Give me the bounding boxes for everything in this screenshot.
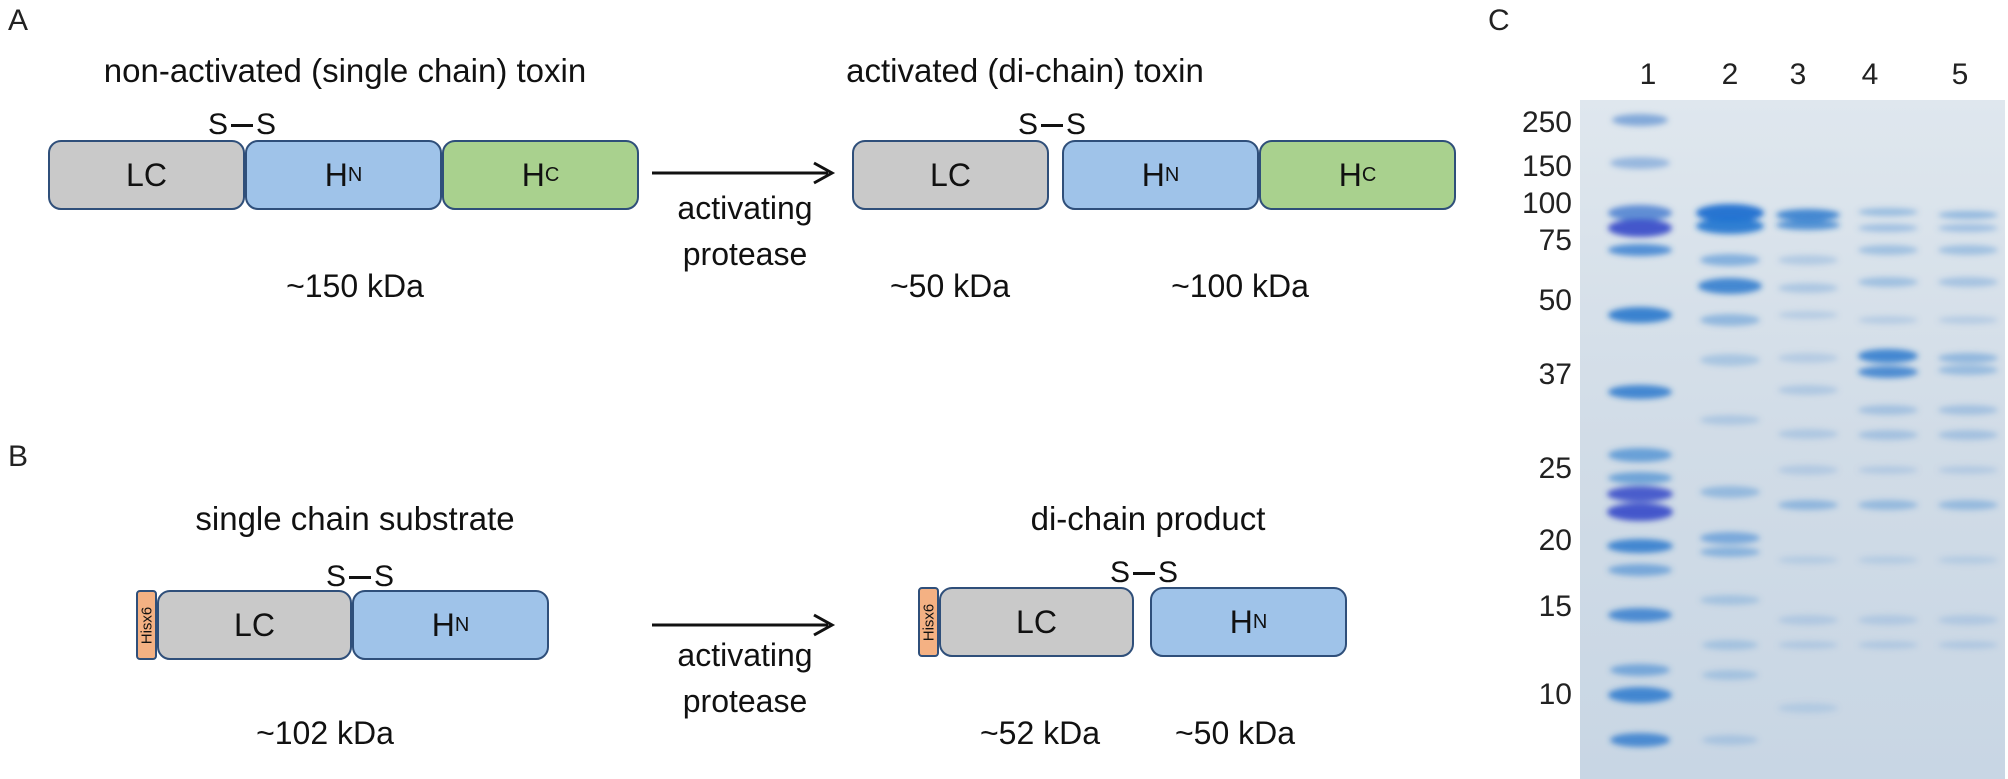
marker-label: 100: [1521, 187, 1572, 220]
marker-label: 25: [1538, 452, 1572, 485]
panel-a-left-title: non-activated (single chain) toxin: [103, 52, 587, 89]
panel-a-right-title: activated (di-chain) toxin: [846, 52, 1204, 89]
mw-label: ~102 kDa: [256, 715, 394, 751]
mw-label: ~150 kDa: [286, 268, 424, 304]
marker-label: 250: [1521, 106, 1572, 139]
lane-label: 3: [1789, 58, 1807, 91]
marker-label: 75: [1538, 224, 1572, 257]
mw-label: ~50 kDa: [1174, 715, 1296, 751]
panel-b-letter: B: [8, 440, 29, 473]
his-tag: Hisx6: [136, 590, 157, 660]
mw-label: ~50 kDa: [889, 268, 1011, 304]
mw-label: ~100 kDa: [1171, 268, 1309, 304]
marker-label: 20: [1538, 524, 1572, 557]
panel-c-letter: C: [1488, 4, 1510, 37]
lane-label: 4: [1861, 58, 1879, 91]
lc-domain: LC: [48, 140, 245, 210]
marker-label: 37: [1538, 358, 1572, 391]
panel-a-letter: A: [8, 4, 29, 37]
gel-image: [1580, 100, 2005, 779]
lane-label: 2: [1721, 58, 1739, 91]
gel-bands: [1607, 114, 1998, 747]
reaction-arrow: [652, 613, 836, 637]
marker-label: 10: [1538, 678, 1572, 711]
panel-b-right-title: di-chain product: [1030, 500, 1266, 537]
lane-label: 5: [1951, 58, 1969, 91]
panel-b-left-title: single chain substrate: [195, 500, 515, 537]
reaction-arrow: [652, 161, 836, 185]
marker-label: 50: [1538, 284, 1572, 317]
marker-label: 15: [1538, 590, 1572, 623]
gel-background: [1580, 100, 2005, 779]
lc-domain: LC: [939, 587, 1134, 657]
his-tag: Hisx6: [918, 587, 939, 657]
lc-domain: LC: [852, 140, 1049, 210]
lane-label: 1: [1639, 58, 1657, 91]
mw-label: ~52 kDa: [979, 715, 1101, 751]
marker-label: 150: [1521, 150, 1572, 183]
lc-domain: LC: [157, 590, 352, 660]
